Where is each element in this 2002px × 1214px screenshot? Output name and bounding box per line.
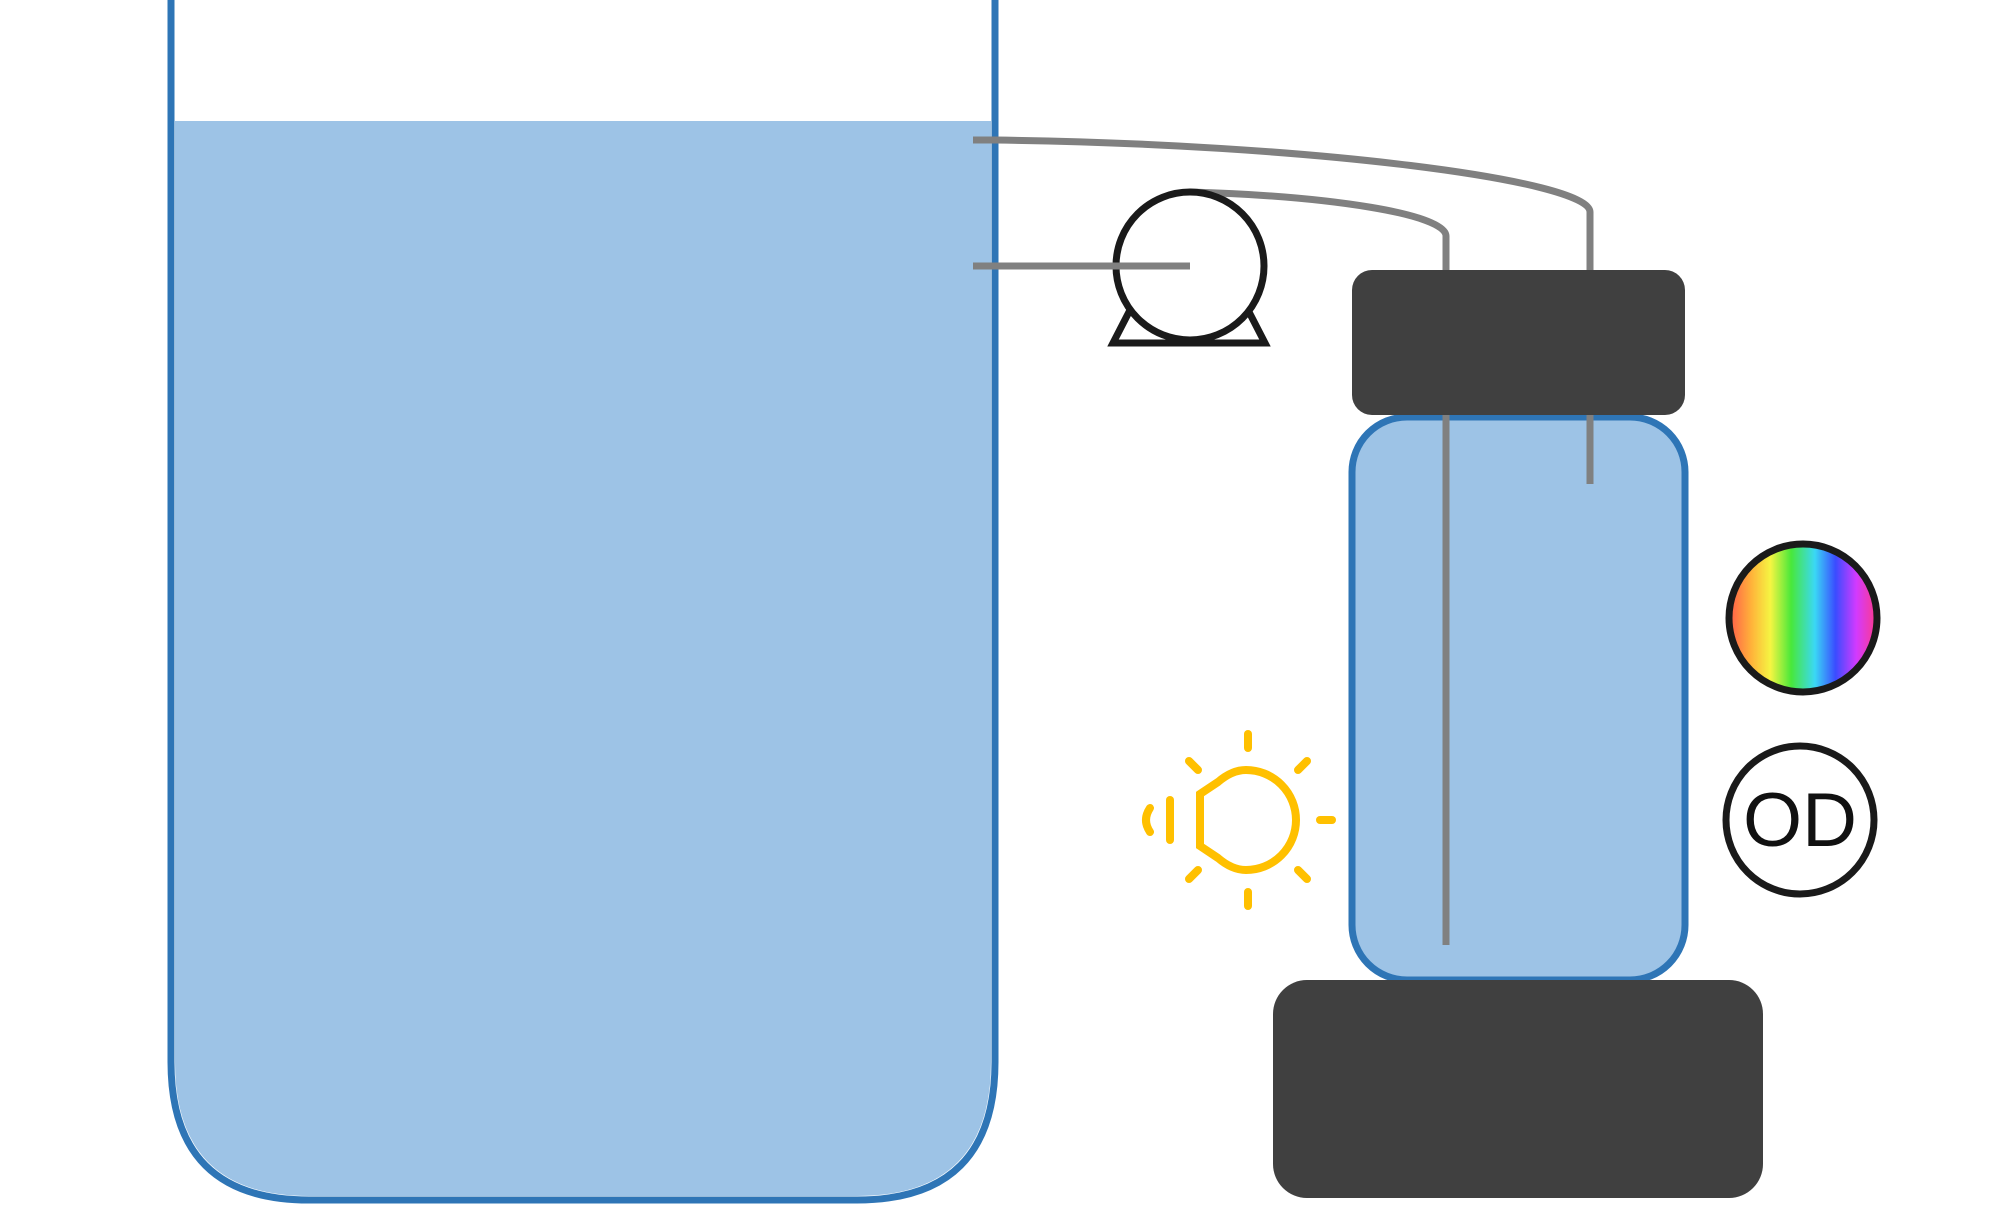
spectrum-sensor-icon	[1725, 540, 1881, 696]
lightbulb-icon	[1142, 730, 1336, 910]
reservoir-wall	[167, 0, 999, 1204]
pump-icon	[1100, 188, 1271, 347]
stirrer-base	[1273, 980, 1763, 1198]
culture-vial	[1348, 410, 1689, 984]
tubing	[973, 136, 1594, 272]
return-tube	[973, 136, 1594, 272]
vial-body	[1348, 413, 1689, 984]
od-label: OD	[1743, 778, 1857, 863]
reservoir	[167, 0, 999, 1204]
bulb-shape	[1196, 765, 1300, 875]
reservoir-liquid	[175, 121, 991, 1196]
vial-cap	[1352, 270, 1685, 415]
pump-outlet-tube	[1189, 188, 1450, 272]
od-sensor-icon: OD	[1722, 742, 1878, 898]
od-sensor-circle	[1722, 742, 1878, 898]
